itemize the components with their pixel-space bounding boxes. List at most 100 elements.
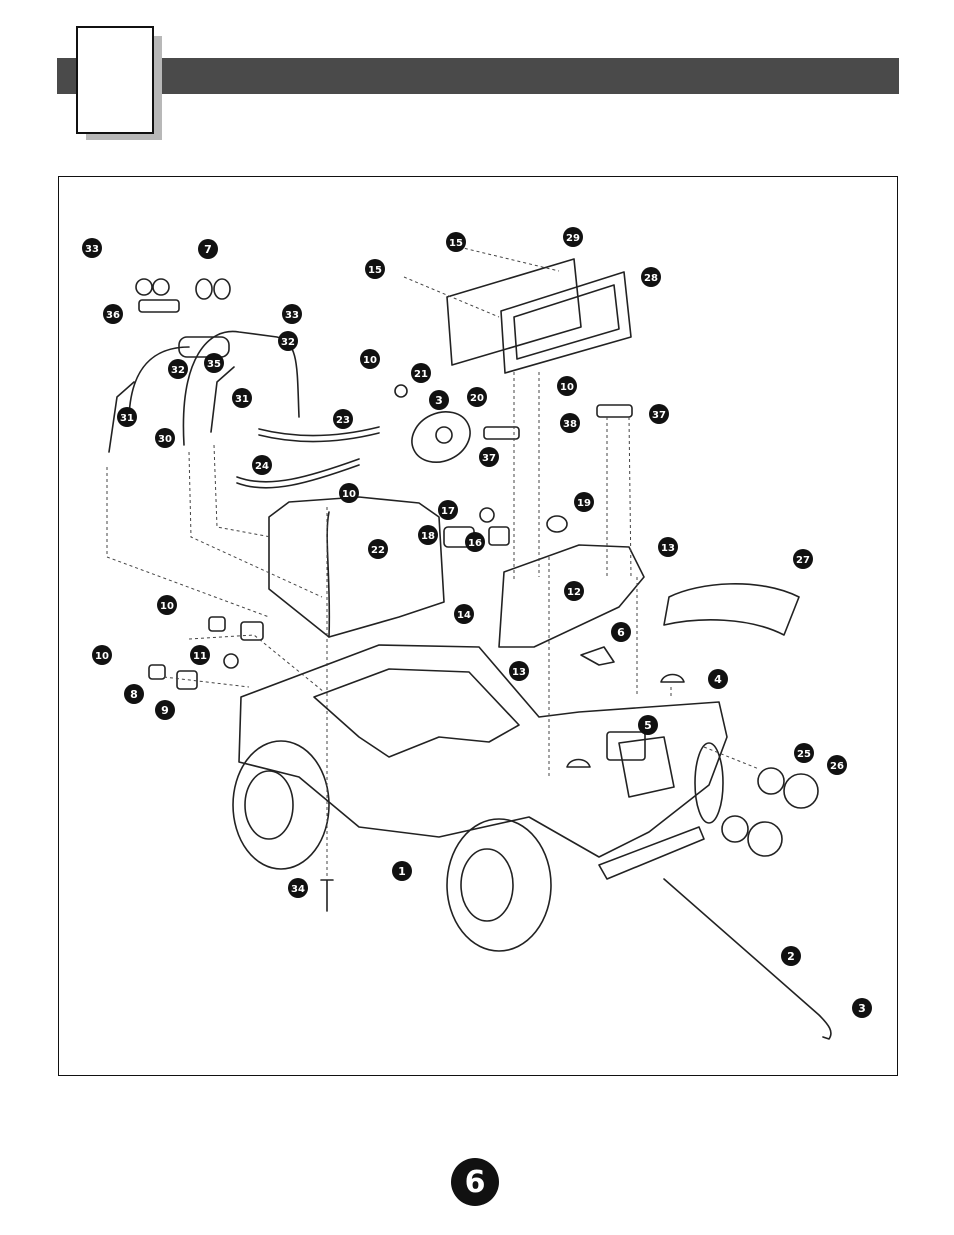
part-label-number: 20 — [470, 393, 484, 404]
part-label-circle — [563, 227, 583, 247]
part-label-circle — [793, 549, 813, 569]
hinge-b — [596, 404, 633, 418]
part-label-10: 10 — [157, 595, 177, 615]
part-label-26: 26 — [827, 755, 847, 775]
part-label-circle — [282, 304, 302, 324]
part-label-16: 16 — [465, 532, 485, 552]
part-label-number: 14 — [457, 610, 471, 621]
part-label-5: 5 — [638, 715, 658, 735]
light-pod-b — [152, 278, 170, 296]
part-label-14: 14 — [454, 604, 474, 624]
headlight-lower-a — [721, 815, 749, 843]
taillight-mount-upper — [240, 621, 264, 641]
dashboard — [498, 544, 645, 648]
part-label-circle — [479, 447, 499, 467]
part-label-number: 31 — [235, 394, 249, 405]
part-label-circle — [781, 946, 801, 966]
part-label-25: 25 — [794, 743, 814, 763]
part-label-number: 10 — [342, 489, 356, 500]
part-label-circle — [288, 878, 308, 898]
page-number: 6 — [451, 1158, 499, 1206]
part-label-33: 33 — [282, 304, 302, 324]
part-label-circle — [418, 525, 438, 545]
part-label-circle — [155, 428, 175, 448]
part-label-circle — [658, 537, 678, 557]
part-label-number: 3 — [858, 1002, 866, 1015]
taillight-mount-lower — [176, 670, 198, 690]
switch-knob-17 — [479, 507, 495, 523]
roll-bar-pad — [178, 336, 230, 358]
wheel-rear — [232, 740, 330, 870]
part-label-circle — [429, 390, 449, 410]
part-label-number: 16 — [468, 538, 482, 549]
lens-a — [195, 278, 213, 300]
part-label-1: 1 — [392, 861, 412, 881]
part-label-number: 26 — [830, 761, 844, 772]
part-label-number: 30 — [158, 434, 172, 445]
roll-bar — [182, 330, 300, 446]
bulb-11 — [223, 653, 239, 669]
part-label-number: 2 — [787, 950, 795, 963]
part-label-circle — [198, 239, 218, 259]
guide-line-d — [188, 634, 325, 693]
guide-line-m — [403, 276, 500, 318]
part-label-number: 11 — [193, 651, 207, 662]
part-label-24: 24 — [252, 455, 272, 475]
guide-line-n — [458, 246, 560, 272]
steering-nut — [394, 384, 408, 398]
part-label-32: 32 — [168, 359, 188, 379]
part-label-number: 17 — [441, 506, 455, 517]
latch-lower — [566, 758, 591, 768]
part-label-36: 36 — [103, 304, 123, 324]
part-label-3: 3 — [429, 390, 449, 410]
rear-rod-right — [210, 366, 235, 433]
part-label-number: 13 — [512, 667, 526, 678]
part-label-circle — [560, 413, 580, 433]
part-label-number: 38 — [563, 419, 577, 430]
part-label-circle — [82, 238, 102, 258]
part-label-31: 31 — [117, 407, 137, 427]
battery-clamp-5 — [606, 731, 646, 761]
part-label-13: 13 — [509, 661, 529, 681]
part-label-number: 36 — [106, 310, 120, 321]
wheel-front-hub — [460, 848, 514, 922]
part-label-number: 1 — [398, 865, 406, 878]
part-label-number: 6 — [617, 626, 625, 639]
part-label-28: 28 — [641, 267, 661, 287]
seat-strap-23 — [258, 426, 380, 437]
wheel-rear-hub — [244, 770, 294, 840]
seat-divider — [326, 511, 331, 638]
part-label-circle — [392, 861, 412, 881]
part-label-number: 15 — [368, 265, 382, 276]
part-label-29: 29 — [563, 227, 583, 247]
part-label-37: 37 — [649, 404, 669, 424]
part-label-30: 30 — [155, 428, 175, 448]
part-label-number: 4 — [714, 673, 722, 686]
part-label-circle — [708, 669, 728, 689]
headlight-26 — [783, 773, 819, 809]
hinge-a — [483, 426, 520, 440]
part-label-35: 35 — [204, 353, 224, 373]
taillight-housing-8 — [148, 664, 166, 680]
part-label-4: 4 — [708, 669, 728, 689]
headlight-25 — [757, 767, 785, 795]
part-label-number: 8 — [130, 688, 138, 701]
part-label-number: 29 — [566, 233, 580, 244]
vehicle-body — [238, 644, 728, 858]
part-label-12: 12 — [564, 581, 584, 601]
guide-line-e — [163, 676, 250, 688]
part-label-circle — [190, 645, 210, 665]
part-label-circle — [360, 349, 380, 369]
bracket-6 — [580, 646, 615, 666]
part-label-31: 31 — [232, 388, 252, 408]
part-label-number: 22 — [371, 545, 385, 556]
seat-strap-23b — [258, 432, 380, 443]
part-label-circle — [252, 455, 272, 475]
part-label-3: 3 — [852, 998, 872, 1018]
part-label-23: 23 — [333, 409, 353, 429]
part-label-number: 3 — [435, 394, 443, 407]
part-label-circle — [641, 267, 661, 287]
windshield-opening-28 — [513, 284, 620, 360]
part-label-number: 32 — [171, 365, 185, 376]
part-label-10: 10 — [339, 483, 359, 503]
